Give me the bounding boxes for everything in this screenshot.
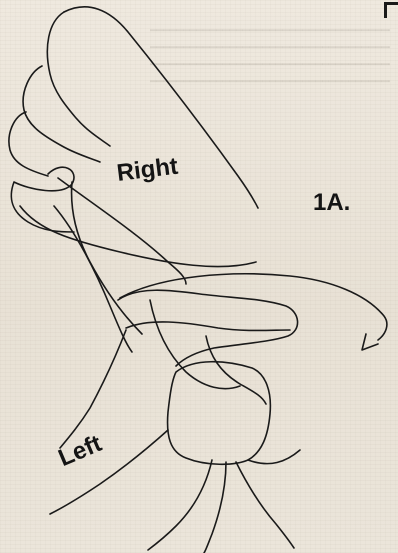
right-hand-little-finger xyxy=(11,167,74,232)
left-hand-thumb-block xyxy=(168,362,271,465)
string-center-loop xyxy=(150,300,240,389)
left-hand-middle-finger xyxy=(126,322,290,331)
page-corner-mark xyxy=(384,2,398,18)
string-tail-right xyxy=(248,450,300,464)
string-arrow-head xyxy=(362,334,378,350)
string-hang-right xyxy=(236,462,294,548)
string-right-cross-down-2 xyxy=(72,182,142,334)
right-hand-middle-finger xyxy=(23,66,100,162)
right-hand-ring-finger xyxy=(9,112,48,176)
figure-number: 1A. xyxy=(313,189,350,217)
left-hand-index-finger xyxy=(118,290,298,366)
right-hand-index-finger xyxy=(47,12,110,146)
string-hang-left xyxy=(148,460,212,550)
string-right-cross-down xyxy=(54,206,132,352)
